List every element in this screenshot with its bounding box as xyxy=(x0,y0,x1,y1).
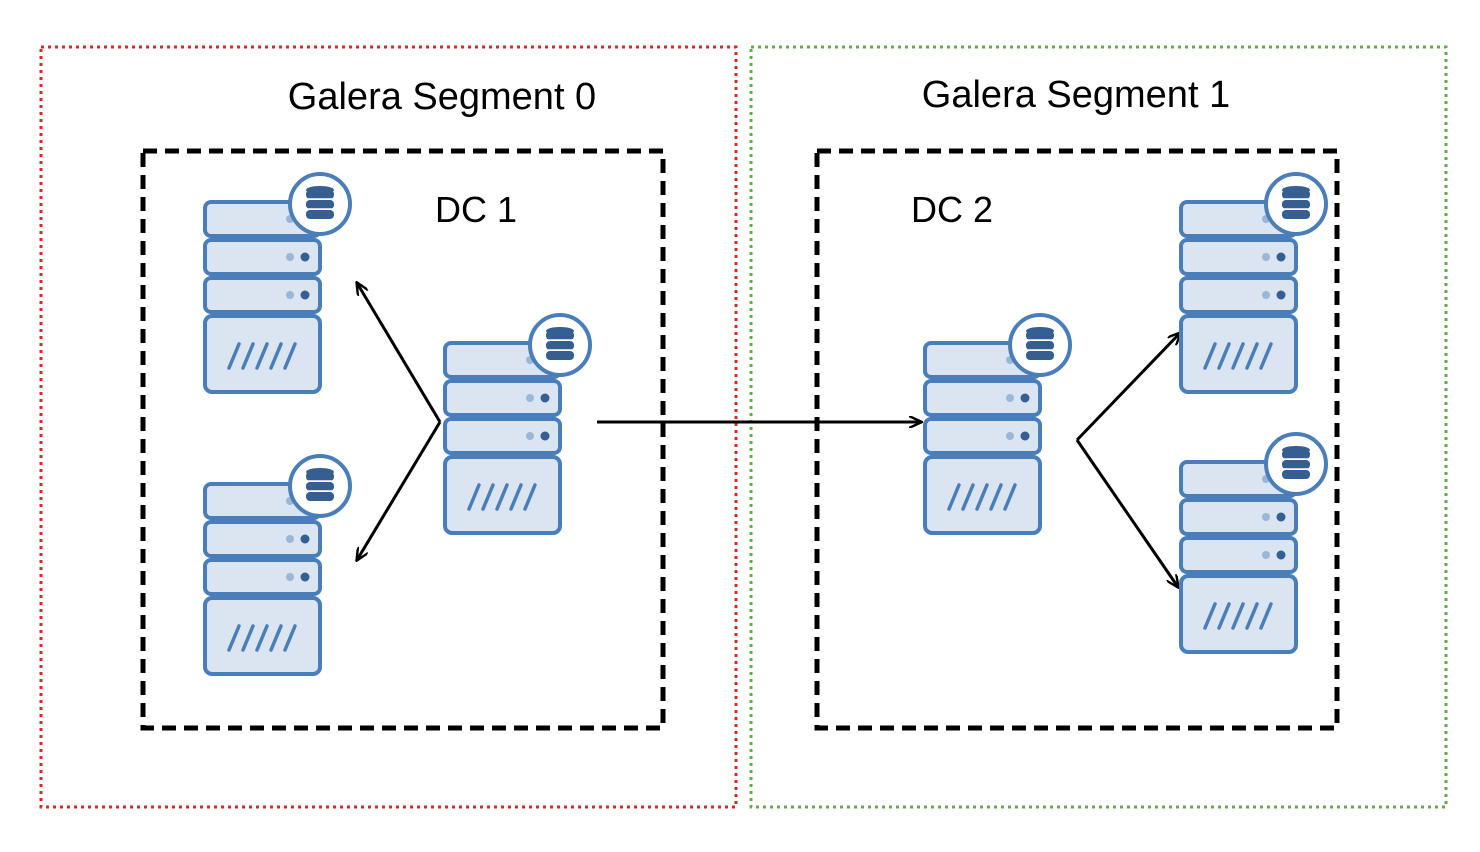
database-badge-icon xyxy=(1264,432,1328,496)
database-badge-icon xyxy=(288,454,352,518)
segment-0-boundary xyxy=(39,45,738,809)
dc1-node-relay-database-server-icon xyxy=(443,313,592,535)
segment-1-title: Galera Segment 1 xyxy=(922,74,1230,116)
database-badge-icon xyxy=(288,172,352,236)
segment-0-title: Galera Segment 0 xyxy=(288,76,596,118)
server-nodes xyxy=(203,172,1328,676)
dc2-node-top-database-server-icon xyxy=(1179,172,1328,394)
connection-dc1-relay-to-top xyxy=(357,283,442,423)
connection-dc2-relay-to-bottom xyxy=(1075,439,1178,587)
dc2-node-relay-database-server-icon xyxy=(923,313,1072,535)
segment-1-boundary xyxy=(749,45,1448,809)
connection-dc2-relay-to-top xyxy=(1075,333,1180,442)
datacenter-1-boundary xyxy=(140,148,666,731)
datacenter-1-label: DC 1 xyxy=(435,189,517,230)
dc1-node-bottom-database-server-icon xyxy=(203,454,352,676)
connections xyxy=(357,283,1180,587)
dc2-node-bottom-database-server-icon xyxy=(1179,432,1328,654)
database-badge-icon xyxy=(1264,172,1328,236)
database-badge-icon xyxy=(1008,313,1072,377)
datacenter-2-label: DC 2 xyxy=(911,189,993,230)
datacenter-2-boundary xyxy=(814,148,1340,731)
dc1-node-top-database-server-icon xyxy=(203,172,352,394)
database-badge-icon xyxy=(528,313,592,377)
connection-dc1-relay-to-bottom xyxy=(357,421,442,560)
